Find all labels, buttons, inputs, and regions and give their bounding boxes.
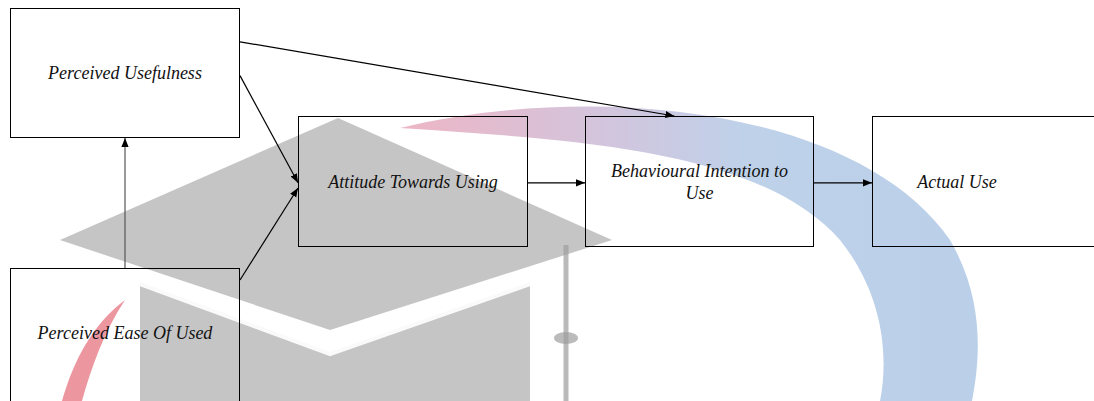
tassel-knob <box>554 332 578 344</box>
arrow-connector <box>124 138 125 268</box>
construct-box: Perceived Usefulness <box>10 8 240 138</box>
construct-box: Behavioural Intention to Use <box>585 116 814 247</box>
construct-label: Perceived Usefulness <box>48 62 202 84</box>
construct-box: Attitude Towards Using <box>298 116 528 247</box>
construct-label: Actual Use <box>917 171 996 193</box>
arrow-connector <box>240 188 298 280</box>
construct-label: Behavioural Intention to Use <box>600 160 799 204</box>
construct-box: Actual Use <box>872 116 1094 247</box>
red-stroke <box>62 300 125 401</box>
tassel-cord <box>564 245 569 401</box>
arrow-connector <box>240 76 298 183</box>
construct-label: Attitude Towards Using <box>328 171 498 193</box>
arrow-connector <box>528 182 585 183</box>
construct-box: Perceived Ease Of Used <box>10 268 240 401</box>
construct-label: Perceived Ease Of Used <box>38 322 213 344</box>
arrow-connector <box>240 42 674 116</box>
arrow-connector <box>814 182 872 183</box>
